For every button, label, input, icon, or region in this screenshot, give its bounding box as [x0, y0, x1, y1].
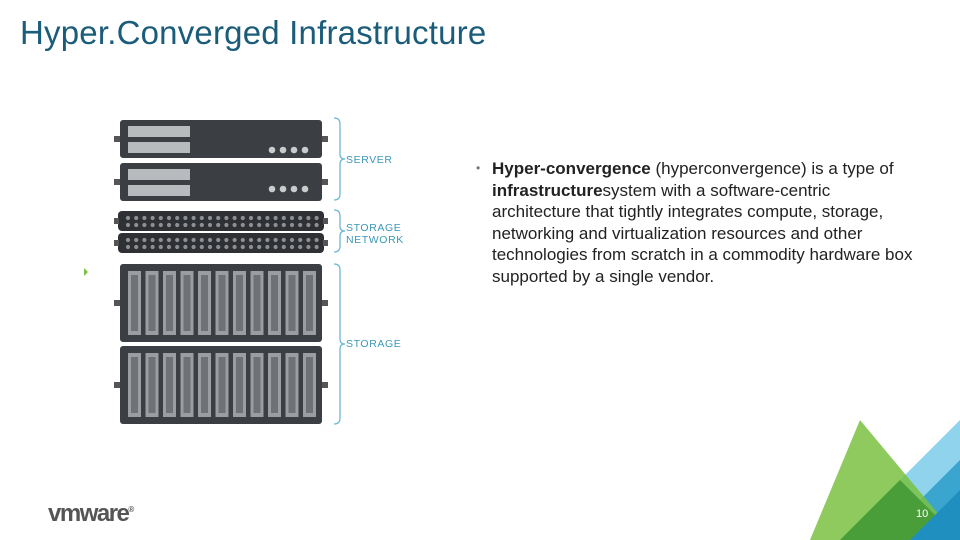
term-infrastructure: infrastructure: [492, 180, 603, 200]
term-hyperconvergence: Hyper-convergence: [492, 159, 651, 178]
server-unit-2: [114, 163, 328, 201]
slide-title: Hyper.Converged Infrastructure: [20, 14, 487, 51]
server-label: SERVER: [346, 154, 393, 166]
body-text-2: system with a software-centric architect…: [492, 180, 913, 286]
bullet-dot-icon: •: [476, 161, 481, 175]
rack-diagram: [114, 117, 346, 425]
page-number: 10: [916, 508, 929, 520]
server-unit-1: [114, 120, 328, 158]
body-paragraph: Hyper-convergence (hyperconvergence) is …: [492, 158, 922, 288]
storage-label: STORAGE: [346, 338, 402, 350]
vmware-logo: vmware®: [48, 500, 135, 527]
network-switch-2: [114, 233, 328, 253]
corner-decoration: [810, 420, 960, 540]
body-text-1: (hyperconvergence) is a type of: [650, 159, 894, 178]
storage-array-2: [114, 346, 328, 424]
storage-network-label-line2: NETWORK: [346, 234, 404, 246]
bullet-marker-icon: [84, 268, 88, 276]
network-switch-1: [114, 211, 328, 231]
storage-network-label-line1: STORAGE: [346, 222, 402, 234]
storage-array-1: [114, 264, 328, 342]
